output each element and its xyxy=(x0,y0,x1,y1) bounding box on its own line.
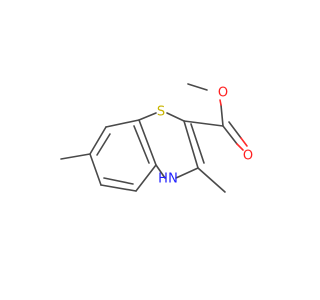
bond-c6-c5 xyxy=(100,184,137,192)
molecule-structure: S N H O O xyxy=(60,83,253,193)
bond-c8-c7-inner-double xyxy=(96,133,111,156)
atom-sulfur: S xyxy=(157,105,165,120)
atom-nitrogen-hydrogen: H xyxy=(158,172,168,187)
bond-c6-c5-double xyxy=(103,177,134,185)
bond-ccarbonyl-oester-b xyxy=(219,99,222,106)
atom-oxygen-ester: O xyxy=(218,86,228,101)
atom-oxygen-carbonyl: O xyxy=(243,149,253,164)
bond-c4a-c8a-double xyxy=(133,125,150,164)
bond-c3-n xyxy=(175,167,199,179)
bond-c2-c3 xyxy=(183,120,199,169)
bond-c8a-c8 xyxy=(105,119,140,128)
bond-c5-c4a xyxy=(135,164,157,192)
bond-c2-ccarbonyl xyxy=(183,120,224,127)
bond-c8-c7 xyxy=(89,126,107,155)
bond-ccarbonyl-oester-a xyxy=(220,104,224,127)
bond-c2-c3-double xyxy=(190,123,205,164)
atom-nitrogen: N xyxy=(168,172,178,187)
bond-c8a-s xyxy=(138,112,157,121)
bond-c7-methyl xyxy=(60,153,91,160)
bond-s-c2 xyxy=(166,112,185,122)
bond-n-c4a xyxy=(155,164,166,179)
bond-oester-methyl xyxy=(187,83,208,91)
bond-ccarbonyl-ocarbonyl-double-a xyxy=(228,121,242,139)
bond-c4a-c8a xyxy=(138,119,157,166)
bond-ccarbonyl-ocarbonyl-double-b xyxy=(240,137,248,147)
bond-c7-c6 xyxy=(89,153,102,186)
bond-ccarbonyl-ocarbonyl xyxy=(222,125,238,145)
bond-c3-methyl xyxy=(197,167,226,193)
bond-ccarbonyl-ocarbonyl-red xyxy=(236,143,244,151)
